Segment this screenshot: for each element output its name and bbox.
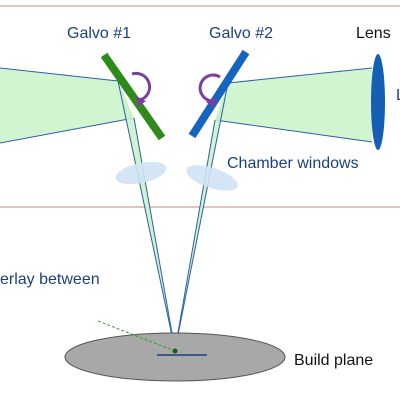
galvo1-label: Galvo #1: [67, 25, 131, 42]
lens-icon: [371, 54, 385, 150]
input-beam-right-edge-top: [227, 67, 373, 84]
overlay-label: erlay between: [0, 271, 100, 288]
chamber-windows-label: Chamber windows: [227, 155, 359, 172]
galvo2-mirror: [188, 49, 250, 139]
lens-trailing-label: L: [396, 87, 400, 104]
build-plane-label: Build plane: [294, 352, 373, 369]
chamber-window-left: [115, 161, 167, 185]
converging-beam-left-edge-b: [133, 117, 176, 351]
converging-beam-right-edge-a: [174, 82, 229, 351]
input-beam-right-edge-bottom: [214, 119, 373, 143]
galvo1-mirror: [100, 52, 166, 141]
input-beam-left-edge-top: [0, 67, 119, 82]
galvo1-rotation-arrow-icon: [131, 71, 152, 107]
galvo2-label: Galvo #2: [209, 25, 273, 42]
input-beam-right: [215, 68, 372, 142]
galvo2-rotation-arrow-icon: [198, 73, 221, 108]
overlay-indicator: [97, 320, 176, 352]
lens-label: Lens: [356, 25, 391, 42]
converging-beam-left-edge-a: [117, 80, 176, 351]
input-beam-left-edge-bottom: [0, 117, 135, 144]
build-plate: [64, 332, 286, 382]
converging-beam-right-edge-b: [174, 119, 216, 351]
input-beam-left: [0, 68, 134, 143]
focal-point: [172, 348, 178, 354]
chamber-window-right: [186, 165, 238, 191]
